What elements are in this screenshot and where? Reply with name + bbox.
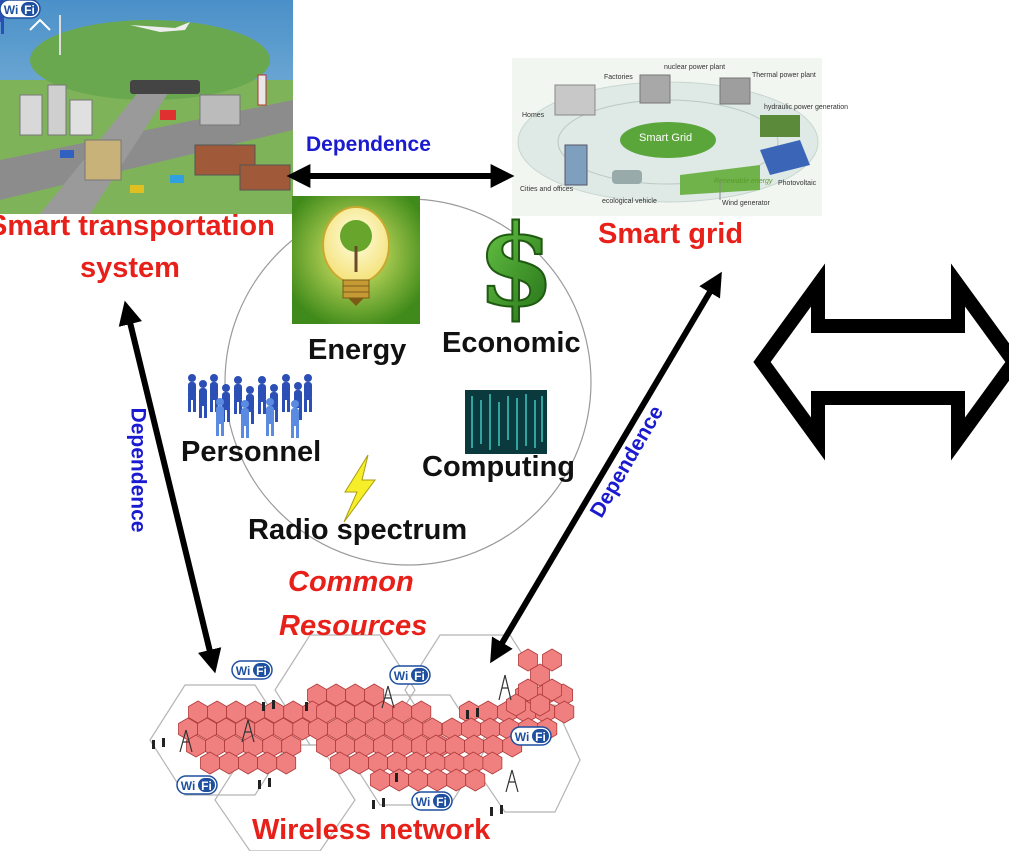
grid-renewable-label: Renewable energy [714,178,773,185]
arrow-grid-wireless [490,271,722,664]
coverage-hex [408,768,429,792]
dependence-label-top: Dependence [306,133,431,156]
smart-grid-title: Smart grid [598,218,744,250]
dollar-icon: $ [476,200,556,333]
lightning-icon [343,454,376,523]
computing-icon [465,390,547,454]
coverage-hex [530,693,550,717]
economic-label: Economic [442,327,581,359]
common-resources-line2: Resources [279,610,428,642]
coverage-hex [389,768,410,792]
svg-text:Fi: Fi [24,3,35,17]
grid-center-label: Smart Grid [639,132,693,144]
energy-icon [292,196,420,324]
big-double-arrow-icon [753,263,1009,461]
radio-spectrum-label: Radio spectrum [248,514,468,546]
smart-transport-illustration [0,0,293,214]
coverage-hex [446,768,467,792]
coverage-hex [482,751,503,775]
dependence-label-left: Dependence [126,407,150,533]
wireless-network-title: Wireless network [252,814,491,846]
grid-wind-label: Wind generator [722,200,770,207]
coverage-hex [422,717,443,741]
smart-grid-illustration [512,58,822,216]
wifi-badges: Wi Fi [0,0,552,811]
grid-cities-label: Cities and offices [520,186,574,193]
svg-text:$: $ [477,201,555,332]
tower-icons [179,674,519,793]
energy-label: Energy [308,334,407,366]
coverage-hex [427,768,448,792]
grid-vehicle-label: ecological vehicle [602,198,657,205]
computing-label: Computing [422,451,576,483]
smart-transport-title-line2: system [80,252,180,284]
grid-hydraulic-label: hydraulic power generation [764,104,849,111]
grid-homes-label: Homes [522,112,545,119]
coverage-hex [281,734,302,758]
personnel-label: Personnel [181,436,322,468]
grid-factories-label: Factories [604,74,633,81]
arrow-transport-wireless [118,300,222,674]
coverage-hex [276,751,297,775]
user-device-icons [152,700,503,816]
svg-text:Wi: Wi [4,3,19,17]
smart-transport-title-line1: Smart transportation [0,210,275,242]
coverage-hex [370,768,390,792]
coverage-hex [411,700,432,724]
common-resources-line1: Common [288,566,414,598]
grid-thermal-label: Thermal power plant [752,72,816,79]
coverage-hex [465,768,486,792]
grid-photovoltaic-label: Photovoltaic [778,180,817,187]
grid-nuclear-label: nuclear power plant [664,64,726,71]
coverage-hex [554,700,575,724]
